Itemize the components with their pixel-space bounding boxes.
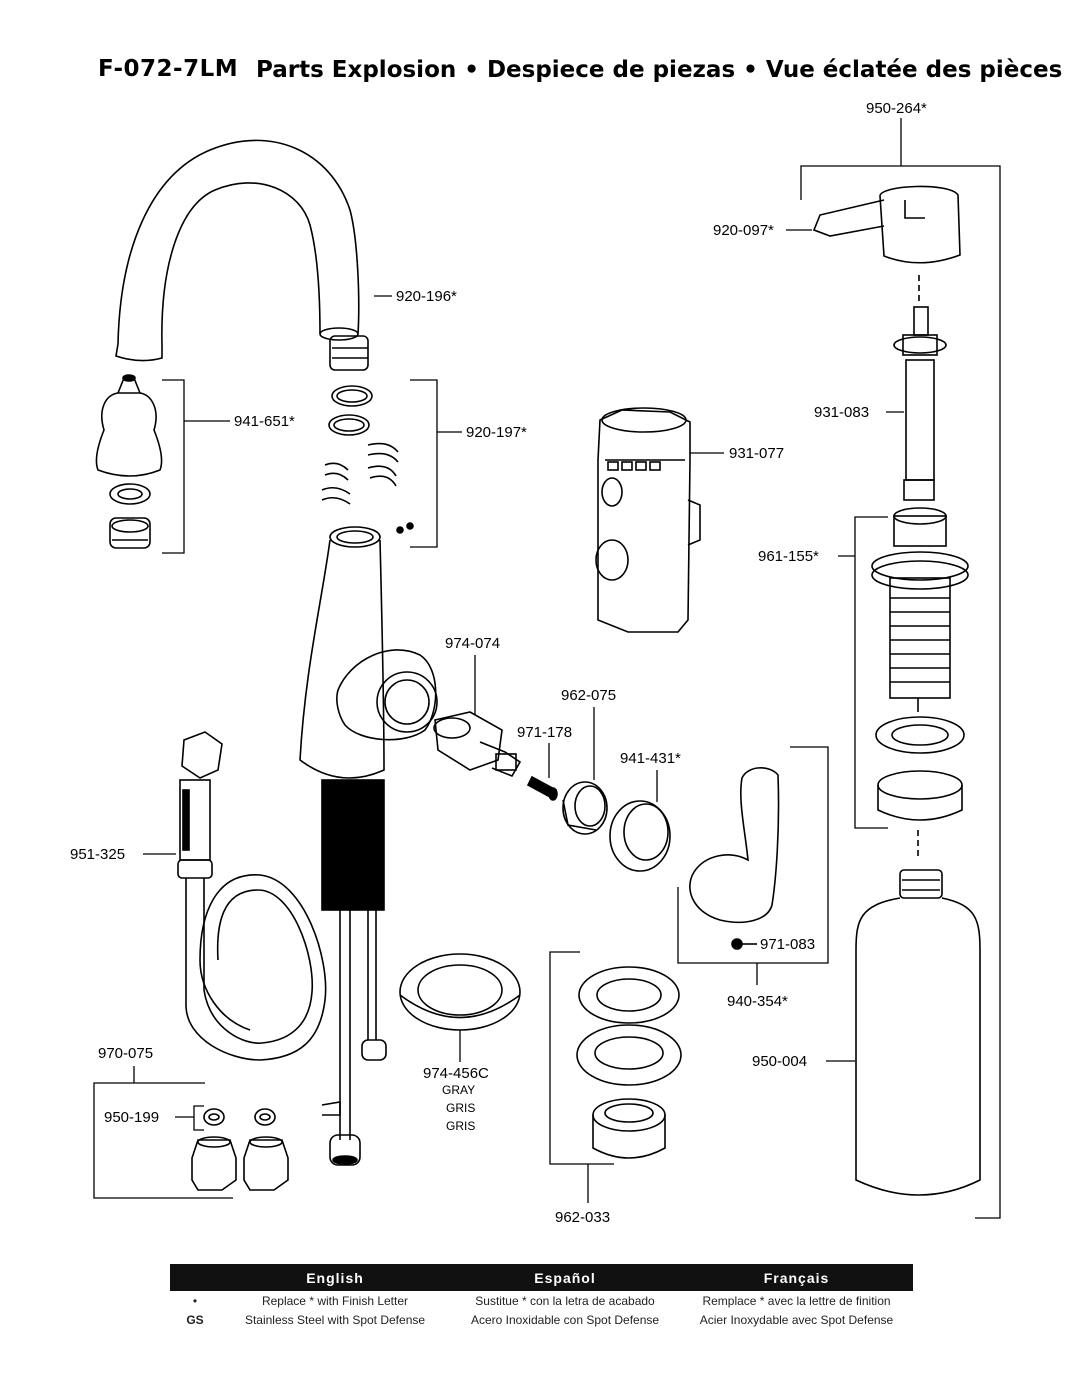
label-920-097: 920-097* (713, 222, 774, 239)
label-962-075: 962-075 (561, 687, 616, 704)
faucet-body-drawing (299, 526, 438, 1166)
legend-header: English Español Français (170, 1264, 913, 1291)
label-931-083: 931-083 (814, 404, 869, 421)
title-spanish: Despiece de piezas (486, 57, 736, 83)
label-974-074: 974-074 (445, 635, 500, 652)
legend-spanish: Acero Inoxidable con Spot Defense (470, 1312, 660, 1327)
label-974-456c: 974-456C (423, 1065, 489, 1082)
legend-header-english: English (306, 1269, 364, 1286)
title-separator: • (743, 57, 758, 83)
title-french: Vue éclatée des pièces (765, 57, 1063, 83)
legend-key: GS (186, 1312, 204, 1327)
label-920-197: 920-197* (466, 424, 527, 441)
legend-header-french: Français (763, 1269, 830, 1286)
legend-english: Stainless Steel with Spot Defense (244, 1312, 426, 1327)
bonnet-drawing (562, 781, 608, 835)
aerator-drawing (95, 374, 163, 549)
label-941-431: 941-431* (620, 750, 681, 767)
label-951-325: 951-325 (70, 846, 125, 863)
part-labels: 950-264* 920-097* 920-196* 941-651* 920-… (70, 100, 927, 1226)
label-950-004: 950-004 (752, 1053, 807, 1070)
o-ring-clip-drawing (321, 385, 414, 534)
label-971-083: 971-083 (760, 936, 815, 953)
page-title: Parts Explosion • Despiece de piezas • Vue é… (256, 57, 1062, 83)
sleeve-drawing (609, 800, 671, 872)
label-961-155: 961-155* (758, 548, 819, 565)
soap-bottle-drawing (855, 869, 981, 1196)
mounting-hardware-drawing (576, 966, 682, 1159)
screw-drawing (526, 775, 558, 801)
label-920-196: 920-196* (396, 288, 457, 305)
title-english: Parts Explosion (256, 57, 457, 83)
label-931-077: 931-077 (729, 445, 784, 462)
soap-pump-head-drawing (812, 185, 961, 264)
title-separator: • (464, 57, 479, 83)
legend-key: • (192, 1293, 198, 1308)
label-971-178: 971-178 (517, 724, 572, 741)
legend-french: Remplace * avec la lettre de finition (702, 1293, 891, 1308)
handle-drawing (689, 767, 780, 950)
legend-spanish: Sustitue * con la letra de acabado (475, 1293, 655, 1308)
legend-english: Replace * with Finish Letter (261, 1293, 409, 1308)
cartridge-drawing (433, 711, 522, 778)
cartridge-housing-drawing (595, 407, 701, 633)
spray-hose-drawing (177, 731, 327, 1061)
label-950-199: 950-199 (104, 1109, 159, 1126)
legend-row: • Replace * with Finish Letter Sustitue … (170, 1291, 913, 1310)
label-gris: GRIS (446, 1119, 475, 1133)
label-950-264: 950-264* (866, 100, 927, 117)
label-gray: GRAY (442, 1083, 475, 1097)
leader-lines (93, 118, 1001, 1219)
legend-table: English Español Français • Replace * wit… (170, 1264, 913, 1329)
label-970-075: 970-075 (98, 1045, 153, 1062)
label-gris: GRIS (446, 1101, 475, 1115)
spout-drawing (115, 139, 369, 371)
label-941-651: 941-651* (234, 413, 295, 430)
label-962-033: 962-033 (555, 1209, 610, 1226)
legend-row: GS Stainless Steel with Spot Defense Ace… (170, 1310, 913, 1329)
supply-adapter-drawing (191, 1108, 289, 1191)
legend-header-spanish: Español (534, 1269, 596, 1286)
model-number: F-072-7LM (98, 56, 239, 82)
legend-french: Acier Inoxydable avec Spot Defense (699, 1312, 894, 1327)
label-940-354: 940-354* (727, 993, 788, 1010)
soap-pump-drawing (893, 306, 947, 501)
escutcheon-drawing (399, 953, 521, 1031)
soap-shank-drawing (871, 507, 969, 860)
